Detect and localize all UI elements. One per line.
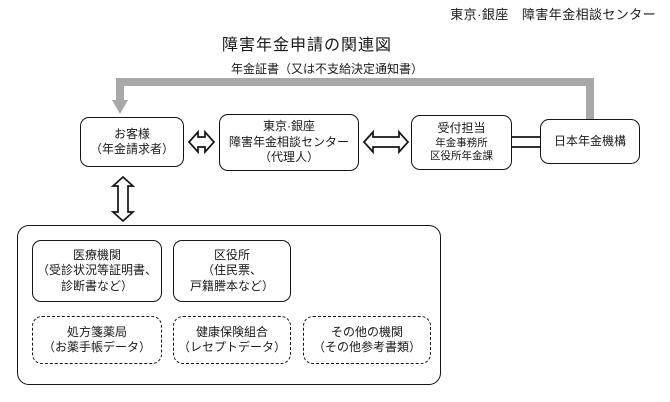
node-ward-line3: 戸籍謄本など） xyxy=(189,278,274,293)
node-reception-line1: 受付担当 xyxy=(437,121,486,136)
node-reception-line2: 年金事務所 xyxy=(435,136,488,149)
node-insurance-line2: （レセプトデータ） xyxy=(177,340,286,354)
node-ward-line1: 区役所 xyxy=(213,247,250,262)
return-flow-label: 年金証書（又は不支給決定通知書） xyxy=(0,60,670,77)
node-ward-office[interactable]: 区役所 （住民票、 戸籍謄本など） xyxy=(173,240,291,302)
node-pharmacy-line2: （お薬手帳データ） xyxy=(42,340,151,354)
node-insurance-line1: 健康保険組合 xyxy=(195,324,268,339)
node-medical-institution[interactable]: 医療機関 （受診状況等証明書、 診断書など） xyxy=(32,240,162,302)
node-medical-line1: 医療機関 xyxy=(72,247,121,262)
arrow-customer-center xyxy=(187,129,216,155)
return-flow-label-text: 年金証書（又は不支給決定通知書） xyxy=(230,62,423,76)
node-jp-pension-line1: 日本年金機構 xyxy=(553,133,626,148)
node-other-line1: その他の機関 xyxy=(330,324,403,339)
node-other-line2: （その他参考書類） xyxy=(312,340,421,354)
node-consultation-center[interactable]: 東京·銀座 障害年金相談センター （代理人） xyxy=(219,114,359,171)
arrow-center-reception xyxy=(362,129,410,155)
node-japan-pension-service[interactable]: 日本年金機構 xyxy=(540,119,640,164)
node-medical-line3: 診断書など） xyxy=(60,278,133,293)
organization-header: 東京·銀座 障害年金相談センター xyxy=(450,7,656,22)
node-center-line2: 障害年金相談センター xyxy=(228,134,349,149)
node-pharmacy-line1: 処方箋薬局 xyxy=(66,324,127,339)
node-customer-line1: お客様 xyxy=(113,126,150,141)
node-reception-line3: 区役所年金課 xyxy=(430,150,493,163)
node-ward-line2: （住民票、 xyxy=(201,263,262,278)
node-customer-line2: （年金請求者） xyxy=(89,142,174,156)
node-customer[interactable]: お客様 （年金請求者） xyxy=(80,117,184,167)
page-title-text: 障害年金申請の関連図 xyxy=(221,37,392,54)
node-health-insurance-association[interactable]: 健康保険組合 （レセプトデータ） xyxy=(173,316,291,364)
node-center-line1: 東京·銀座 xyxy=(263,119,315,134)
link-reception-jp-pension xyxy=(512,136,540,148)
node-center-line3: （代理人） xyxy=(258,150,319,165)
node-medical-line2: （受診状況等証明書、 xyxy=(36,263,157,278)
node-other-institutions[interactable]: その他の機関 （その他参考書類） xyxy=(303,316,431,364)
node-pharmacy[interactable]: 処方箋薬局 （お薬手帳データ） xyxy=(32,316,162,364)
page-title: 障害年金申請の関連図 xyxy=(0,31,670,55)
node-reception-desk[interactable]: 受付担当 年金事務所 区役所年金課 xyxy=(411,115,512,170)
arrow-customer-supporting xyxy=(110,175,136,223)
